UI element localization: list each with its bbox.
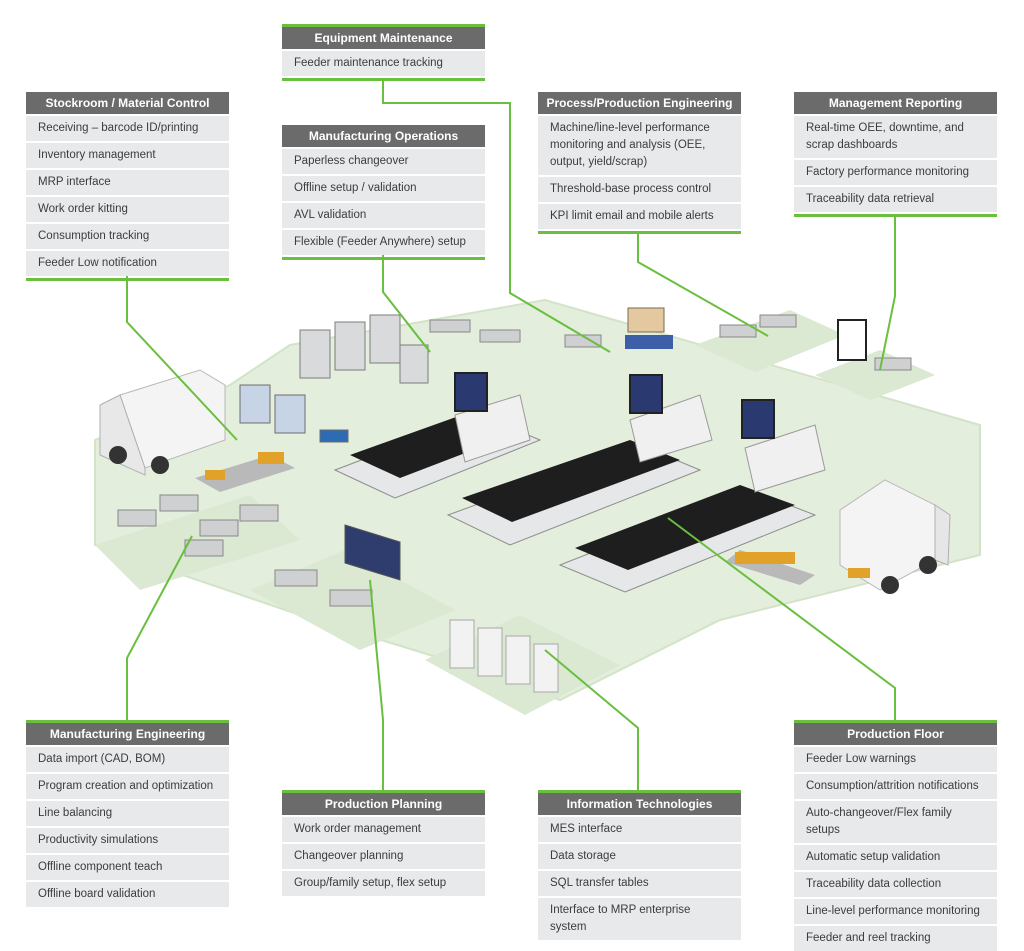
connector-lines (126, 81, 896, 790)
panel-title: Stockroom / Material Control (26, 92, 229, 114)
delivery-truck-right (839, 479, 951, 594)
panel-item: Paperless changeover (282, 149, 485, 174)
panel-stockroom-material-control: Stockroom / Material Control Receiving –… (26, 92, 229, 281)
data-servers (449, 619, 559, 693)
panel-title: Equipment Maintenance (282, 24, 485, 49)
mezzanine-platform (695, 310, 845, 372)
panel-title: Management Reporting (794, 92, 997, 114)
panel-management-reporting: Management Reporting Real-time OEE, down… (794, 92, 997, 217)
engineering-workstation (625, 307, 673, 349)
panel-item: MES interface (538, 817, 741, 842)
panel-item: Program creation and optimization (26, 774, 229, 799)
feeder-carts (239, 384, 349, 443)
panel-item: KPI limit email and mobile alerts (538, 204, 741, 229)
panel-item: Machine/line-level performance monitorin… (538, 116, 741, 175)
panel-item: Receiving – barcode ID/printing (26, 116, 229, 141)
panel-information-technologies: Information Technologies MES interface D… (538, 790, 741, 940)
panel-item: AVL validation (282, 203, 485, 228)
panel-item: Changeover planning (282, 844, 485, 869)
conveyor-right (725, 550, 815, 585)
panel-title: Manufacturing Operations (282, 125, 485, 147)
panel-item: Offline component teach (26, 855, 229, 880)
panel-item: Work order kitting (26, 197, 229, 222)
panel-item: Line-level performance monitoring (794, 899, 997, 924)
line-monitors (454, 319, 867, 439)
panel-item: Data import (CAD, BOM) (26, 747, 229, 772)
panel-title: Information Technologies (538, 790, 741, 815)
panel-accent-bar (794, 214, 997, 217)
panel-item: Automatic setup validation (794, 845, 997, 870)
panel-item: Consumption tracking (26, 224, 229, 249)
panel-accent-bar (282, 257, 485, 260)
panel-item: Real-time OEE, downtime, and scrap dashb… (794, 116, 997, 158)
panel-item: Traceability data collection (794, 872, 997, 897)
panel-item: Auto-changeover/Flex family setups (794, 801, 997, 843)
planning-display (344, 524, 401, 581)
panel-manufacturing-engineering: Manufacturing Engineering Data import (C… (26, 720, 229, 907)
panel-item: Group/family setup, flex setup (282, 871, 485, 896)
office-desks (117, 314, 912, 607)
panel-item: MRP interface (26, 170, 229, 195)
panel-title: Production Floor (794, 720, 997, 745)
panel-production-planning: Production Planning Work order managemen… (282, 790, 485, 896)
panel-item: Feeder Low warnings (794, 747, 997, 772)
smt-line-3 (558, 424, 826, 593)
panel-item: Feeder maintenance tracking (282, 51, 485, 76)
panel-item: Interface to MRP enterprise system (538, 898, 741, 940)
panel-production-floor: Production Floor Feeder Low warnings Con… (794, 720, 997, 951)
smt-line-2 (446, 394, 713, 546)
panel-item: Flexible (Feeder Anywhere) setup (282, 230, 485, 255)
panel-item: Data storage (538, 844, 741, 869)
panel-item: SQL transfer tables (538, 871, 741, 896)
panel-title: Production Planning (282, 790, 485, 815)
panel-item: Threshold-base process control (538, 177, 741, 202)
panel-equipment-maintenance: Equipment Maintenance Feeder maintenance… (282, 24, 485, 81)
panel-manufacturing-operations: Manufacturing Operations Paperless chang… (282, 125, 485, 260)
panel-item: Feeder and reel tracking (794, 926, 997, 951)
panel-item: Work order management (282, 817, 485, 842)
panel-item: Feeder Low notification (26, 251, 229, 276)
panel-accent-bar (538, 231, 741, 234)
panel-item: Line balancing (26, 801, 229, 826)
panel-item: Offline setup / validation (282, 176, 485, 201)
panel-accent-bar (282, 78, 485, 81)
storage-racks (299, 314, 429, 384)
panel-item: Consumption/attrition notifications (794, 774, 997, 799)
panel-item: Productivity simulations (26, 828, 229, 853)
panel-accent-bar (26, 278, 229, 281)
panel-item: Inventory management (26, 143, 229, 168)
panel-item: Traceability data retrieval (794, 187, 997, 212)
panel-item: Offline board validation (26, 882, 229, 907)
panel-process-production-engineering: Process/Production Engineering Machine/l… (538, 92, 741, 234)
conveyor-left (195, 452, 295, 492)
delivery-truck-left (99, 369, 226, 476)
panel-title: Manufacturing Engineering (26, 720, 229, 745)
panel-title: Process/Production Engineering (538, 92, 741, 114)
panel-item: Factory performance monitoring (794, 160, 997, 185)
